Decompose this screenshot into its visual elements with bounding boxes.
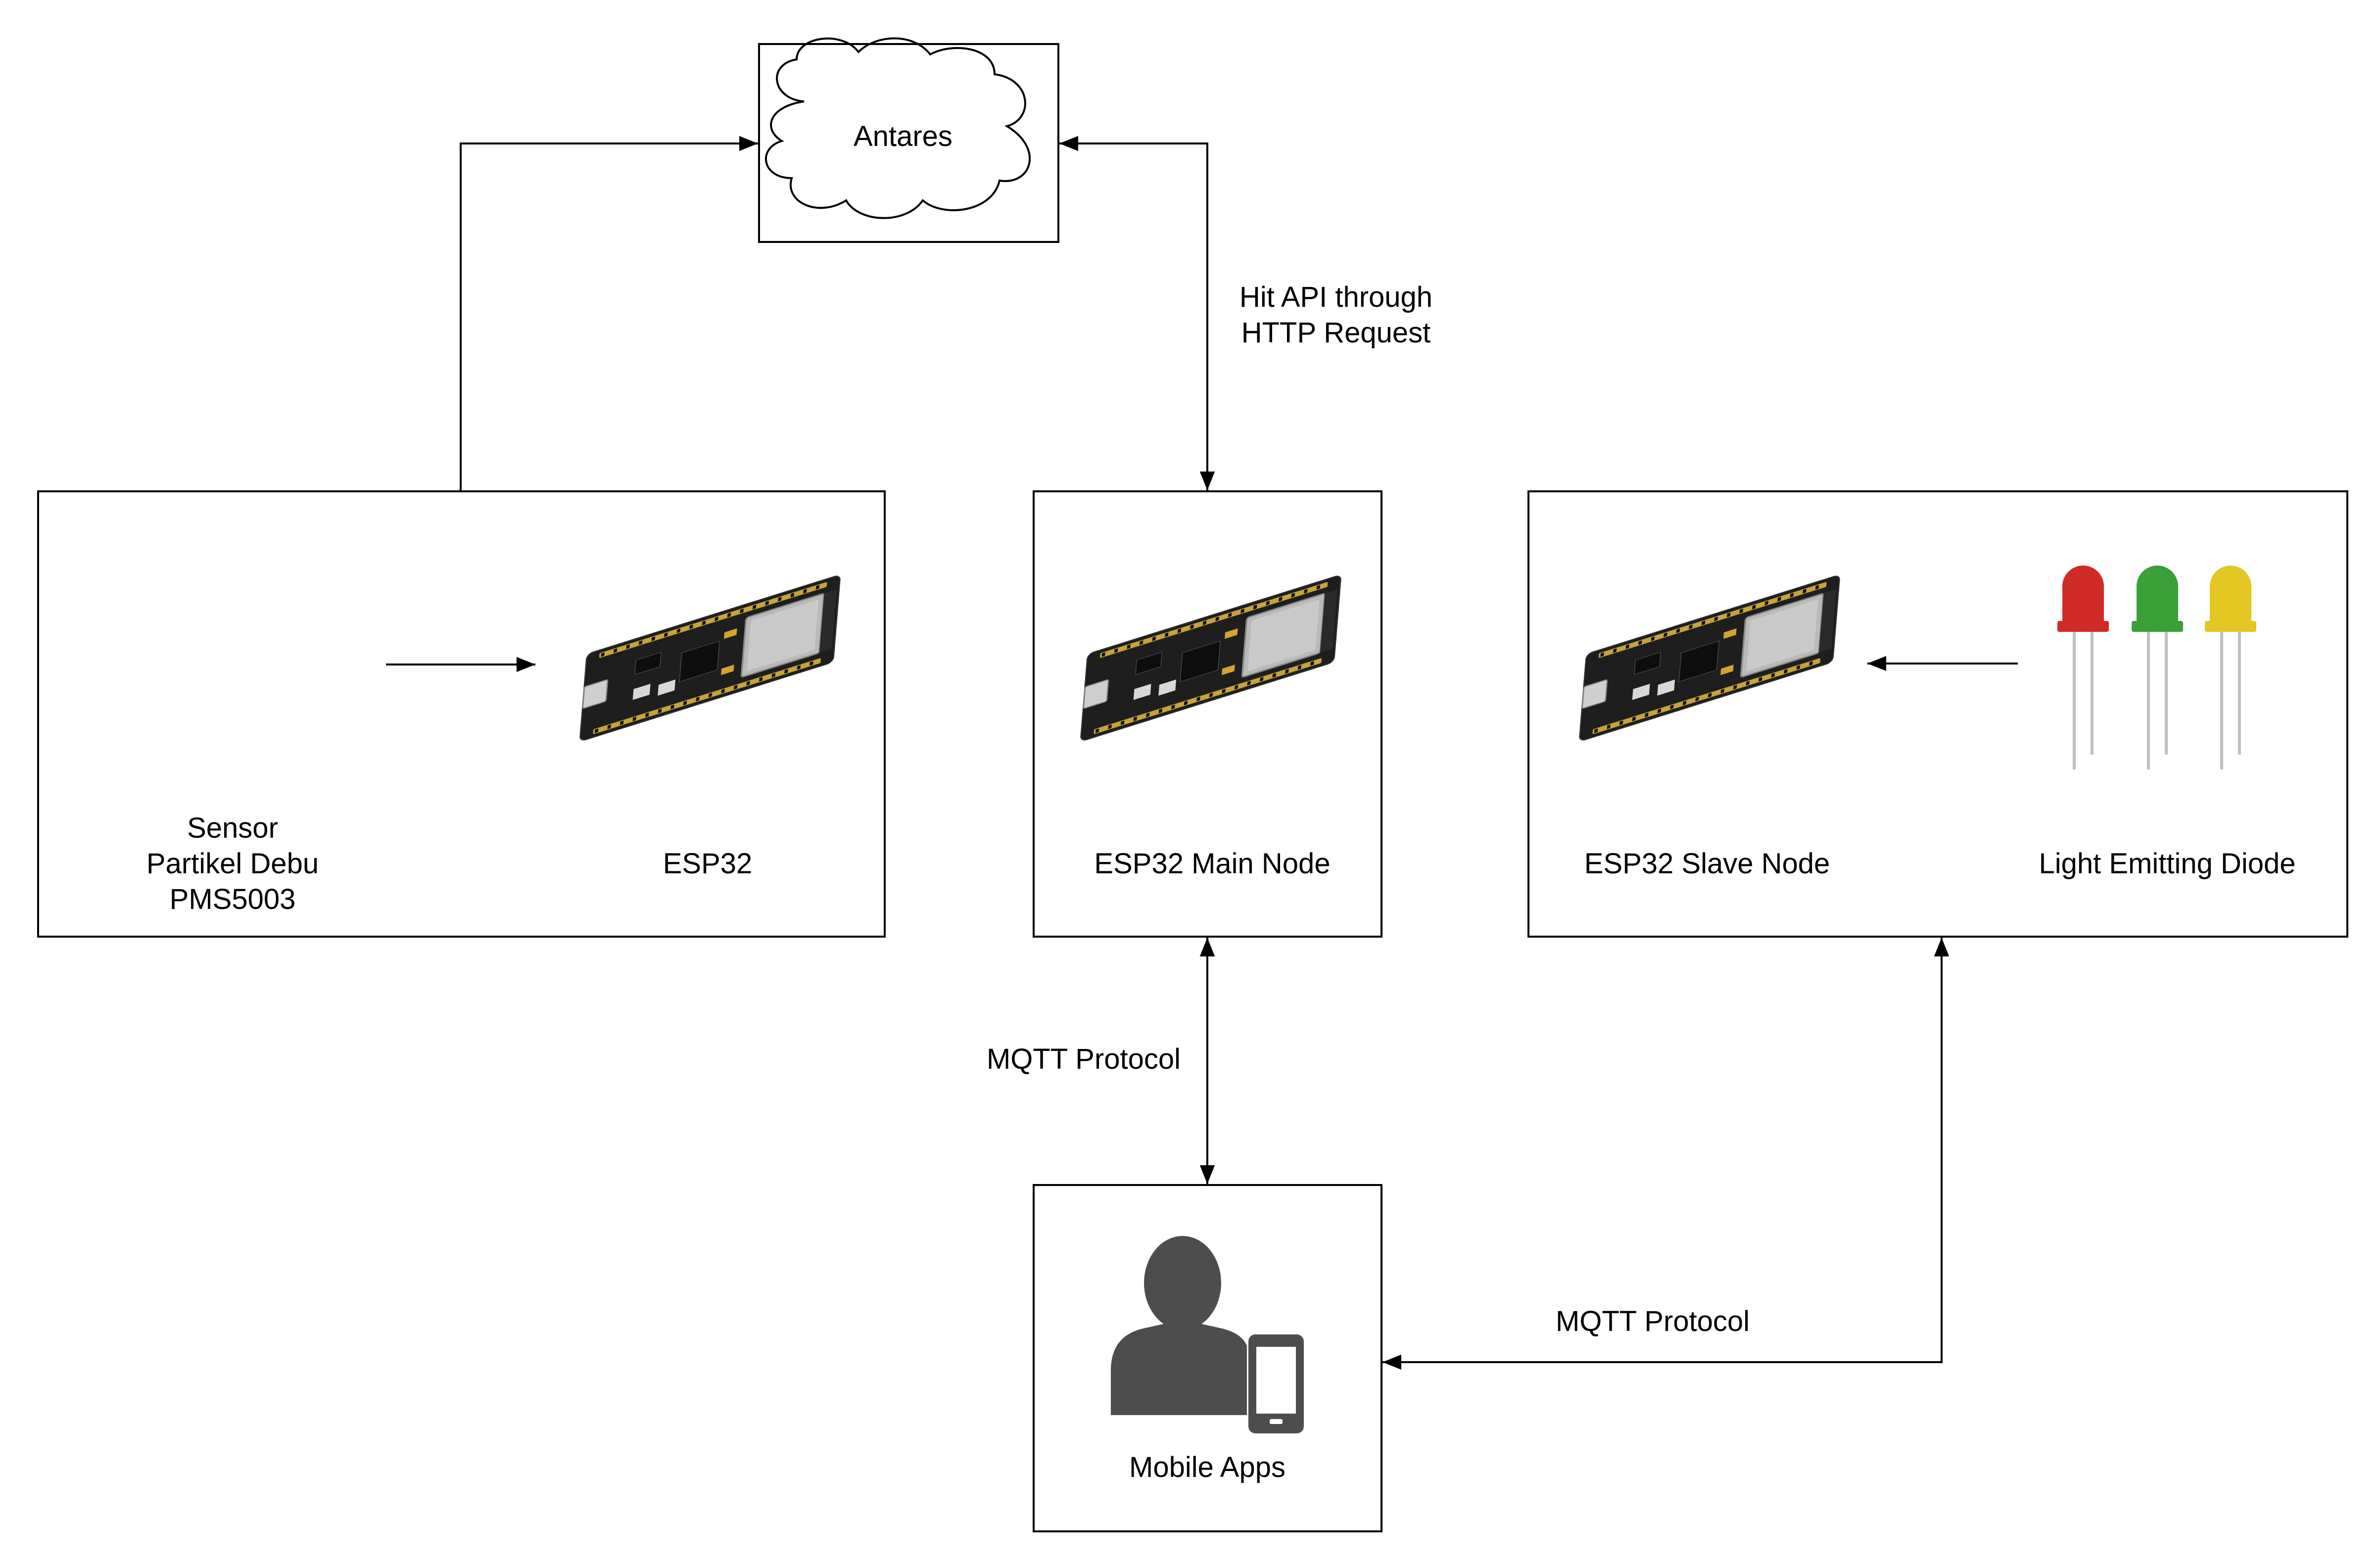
- cloud-label: Antares: [854, 120, 952, 152]
- cloud-box: [758, 43, 1059, 243]
- slave-group-box: [1527, 490, 2348, 938]
- edge-http: [1059, 136, 1215, 490]
- slave-node-label: ESP32 Slave Node: [1584, 848, 1830, 880]
- esp32-main-board-icon: [1080, 574, 1342, 742]
- esp32-label: ESP32: [663, 848, 753, 880]
- esp32-board-icon: [579, 574, 841, 742]
- led-label: Light Emitting Diode: [2039, 848, 2296, 880]
- led-yellow-icon: [2205, 566, 2256, 769]
- led-green-icon: [2132, 566, 2183, 769]
- user-with-phone-icon: [1111, 1236, 1304, 1433]
- sensor-label: Sensor Partikel Debu PMS5003: [146, 812, 319, 915]
- led-icons: [2057, 566, 2256, 769]
- edge-sensor-to-cloud: [460, 136, 758, 491]
- cloud-icon: [764, 37, 1031, 219]
- edge-mqtt-slave: [1382, 938, 1950, 1370]
- mqtt-slave-edge-label: MQTT Protocol: [1555, 1305, 1750, 1337]
- main-node-box: [1033, 490, 1382, 938]
- http-edge-label: Hit API through HTTP Request: [1239, 281, 1433, 349]
- led-red-icon: [2057, 566, 2109, 769]
- esp32-slave-board-icon: [1578, 574, 1841, 742]
- mobile-box: [1033, 1184, 1382, 1532]
- mobile-label: Mobile Apps: [1129, 1451, 1285, 1483]
- main-node-label: ESP32 Main Node: [1094, 848, 1331, 880]
- mqtt-main-edge-label: MQTT Protocol: [986, 1043, 1181, 1075]
